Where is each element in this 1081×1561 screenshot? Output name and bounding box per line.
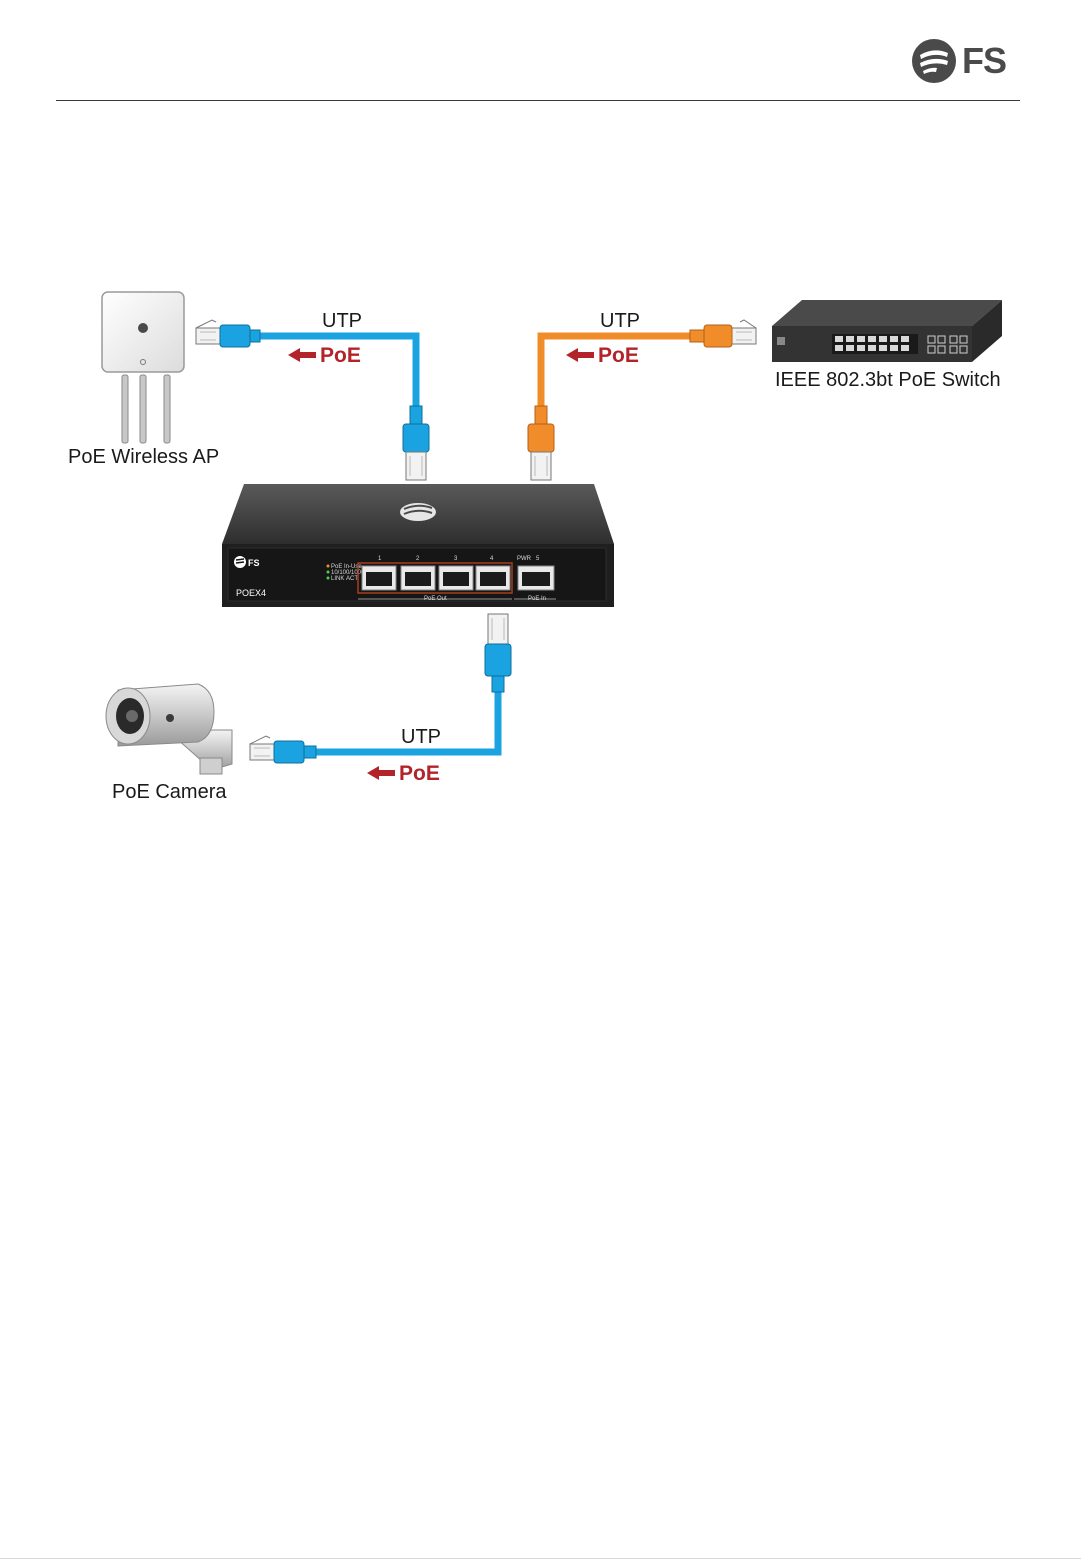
extender-model-label: POEX4 xyxy=(236,588,266,598)
poe-switch-device xyxy=(772,300,1002,362)
switch-link-cable-label: UTP xyxy=(600,310,640,332)
ap-link-cable-label: UTP xyxy=(322,310,362,332)
pwr-label: PWR xyxy=(517,556,532,562)
poe-extender-device: FS POEX4 PoE In-Use 10/100/1000 LINK ACT… xyxy=(222,484,614,607)
led-legend-link: LINK xyxy=(331,576,344,582)
footer-rule xyxy=(0,1558,1081,1559)
led-legend-act: ACT xyxy=(346,576,358,582)
extender-top-logo-icon xyxy=(400,503,436,521)
camera-link-poe-arrow-icon xyxy=(367,766,395,780)
extender-top-blue-connector xyxy=(403,406,429,480)
poe-camera-label: PoE Camera xyxy=(112,781,227,803)
extender-top-orange-connector xyxy=(528,406,554,480)
ethernet-port-5 xyxy=(518,566,554,590)
ap-link-poe-label: PoE xyxy=(320,344,361,367)
wireless-ap-label: PoE Wireless AP xyxy=(68,446,219,468)
extender-brand-label: FS xyxy=(248,558,260,568)
wireless-ap-device xyxy=(102,292,184,443)
switch-link-poe-label: PoE xyxy=(598,344,639,367)
extender-bottom-blue-connector xyxy=(485,614,511,692)
switch-rj45-connector xyxy=(690,320,756,347)
camera-link-cable-label: UTP xyxy=(401,726,441,748)
extender-poe-in-label: PoE In xyxy=(528,596,546,602)
extender-poe-out-label: PoE Out xyxy=(424,596,447,602)
poe-camera-device xyxy=(106,684,232,774)
ethernet-port-2 xyxy=(401,566,435,590)
camera-link-poe-label: PoE xyxy=(399,762,440,785)
poe-switch-label: IEEE 802.3bt PoE Switch xyxy=(775,369,1001,391)
camera-rj45-connector xyxy=(250,736,316,763)
switch-link-poe-arrow-icon xyxy=(566,348,594,362)
ap-link-poe-arrow-icon xyxy=(288,348,316,362)
ap-rj45-connector xyxy=(196,320,260,347)
ethernet-port-4 xyxy=(476,566,510,590)
ethernet-port-1 xyxy=(362,566,396,590)
ethernet-port-3 xyxy=(439,566,473,590)
extender-front-logo-icon xyxy=(234,556,246,568)
